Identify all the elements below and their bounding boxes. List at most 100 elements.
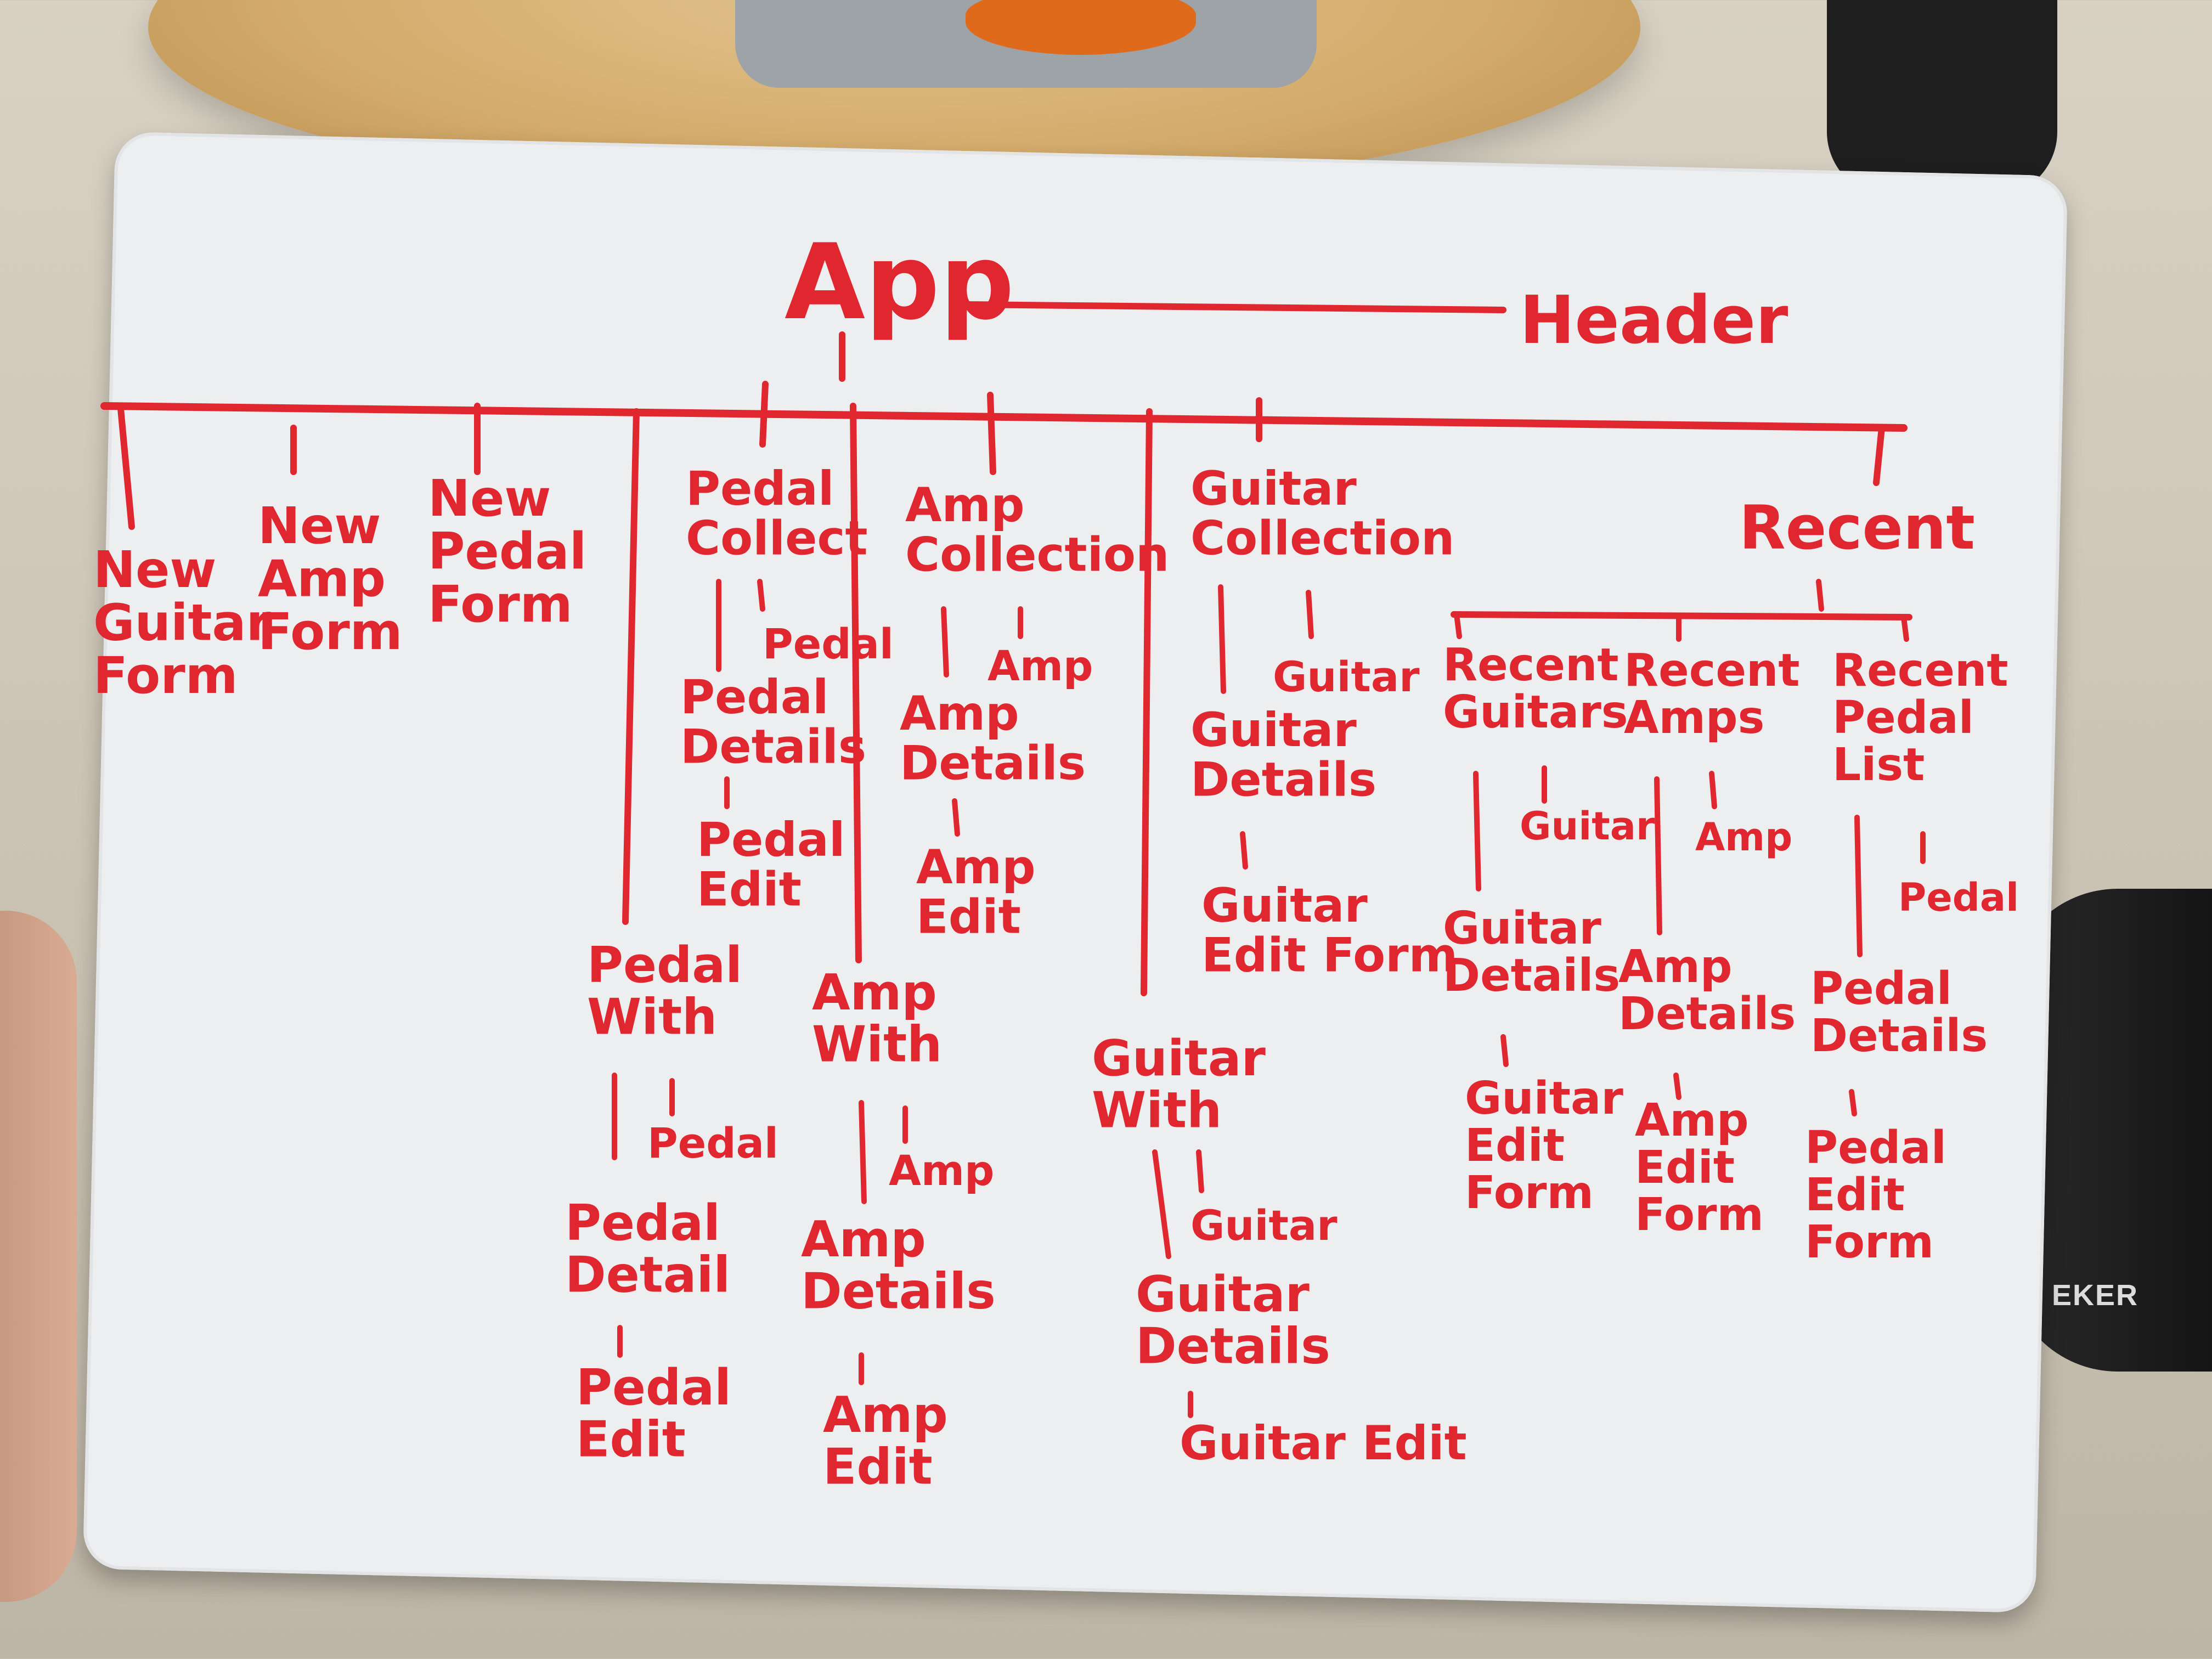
orange-figurine	[966, 0, 1196, 55]
pedal-collection-branch	[759, 381, 769, 448]
guitar-collection-item-label: Guitar	[1273, 652, 1420, 701]
recent-amps-stem	[1654, 776, 1662, 935]
amp-with-label-line-1: Amp	[812, 964, 937, 1022]
guitar-details-to-edit	[1240, 831, 1248, 870]
recent-pedals-edit-label-line-2: Edit	[1805, 1169, 1905, 1221]
pedal-with-label-line-1: Pedal	[587, 936, 742, 994]
amp-collection-branch	[987, 392, 996, 475]
amp-with-label-line-2: With	[812, 1016, 942, 1074]
pedal-collection-label-line-2: Collect	[686, 511, 868, 566]
amp-collection-item-label: Amp	[988, 641, 1093, 690]
plant-pot	[1827, 0, 2057, 198]
pedal-collection-item-label-line-1: Pedal	[763, 619, 894, 668]
guitar-collection-item-label-line-1: Guitar	[1273, 652, 1420, 701]
recent-pedals-stem	[1854, 815, 1863, 957]
new-guitar-form-label-line-3: Form	[93, 646, 238, 705]
recent-pedals-details-to-edit	[1849, 1089, 1857, 1116]
recent-pedals-edit-label-line-1: Pedal	[1805, 1122, 1946, 1174]
pedal-with-edit-label-line-1: Pedal	[576, 1359, 731, 1417]
new-amp-form-label-line-2: Amp	[258, 550, 386, 608]
guitar-with-details-label-line-2: Details	[1136, 1318, 1330, 1375]
amp-with-details-label-line-1: Amp	[801, 1211, 926, 1268]
recent-pedals-label-line-3: List	[1832, 739, 1925, 791]
recent-pedals-details-label-line-2: Details	[1810, 1010, 1988, 1062]
app-header-connector	[962, 301, 1506, 313]
new-guitar-form-label-line-2: Guitar	[93, 594, 272, 652]
guitar-with-item-label-line-1: Guitar	[1190, 1201, 1338, 1250]
pedal-collection-edit-label-line-2: Edit	[697, 862, 802, 917]
recent-pedals-tick	[1901, 614, 1909, 642]
pedal-item-tick	[757, 579, 765, 612]
amp-collection-edit-label-line-1: Amp	[916, 840, 1036, 895]
header-label: Header	[1520, 283, 1788, 359]
recent-branch	[1873, 425, 1885, 486]
guitar-with-edit-label-line-1: Guitar Edit	[1180, 1416, 1467, 1471]
guitar-with-label-line-1: Guitar	[1092, 1030, 1266, 1087]
recent-label: Recent	[1739, 493, 1975, 563]
recent-amps-details-label-line-1: Amp	[1618, 941, 1733, 993]
recent-pedals-edit-label-line-3: Form	[1805, 1216, 1934, 1268]
guitar-collection-edit-label-line-2: Edit Form	[1201, 928, 1458, 983]
pedal-with-item-label-line-1: Pedal	[647, 1119, 778, 1167]
recent-guitars-tick	[1454, 612, 1462, 639]
recent-label-line-1: Recent	[1739, 493, 1975, 563]
amp-with-details-label-line-2: Details	[801, 1263, 996, 1321]
pedal-with-edit-label-line-2: Edit	[576, 1411, 686, 1469]
recent-guitars-label-line-2: Guitars	[1443, 686, 1628, 738]
guitar-collection-label-line-1: Guitar	[1190, 461, 1357, 516]
recent-amps-edit-label-line-3: Form	[1635, 1189, 1764, 1241]
recent-guitars-item-label: Guitar	[1520, 804, 1655, 849]
recent-amps-label-line-2: Amps	[1624, 692, 1764, 744]
new-pedal-form-label-line-3: Form	[428, 575, 573, 634]
recent-amps-details-label-line-2: Details	[1618, 988, 1796, 1040]
recent-guitars-details-label-line-2: Details	[1443, 950, 1620, 1002]
new-pedal-form-label-line-2: Pedal	[428, 522, 586, 581]
guitar-with-edit-label: Guitar Edit	[1180, 1416, 1467, 1471]
amp-with-edit-label-line-1: Amp	[823, 1386, 948, 1444]
amp-with-item-label-line-1: Amp	[889, 1146, 994, 1195]
new-amp-form-label-line-3: Form	[258, 602, 403, 661]
amp-collection-details-label-line-2: Details	[900, 736, 1086, 791]
new-guitar-branch	[117, 405, 135, 530]
amp-with-item-label: Amp	[889, 1146, 994, 1195]
guitar-collection-label-line-2: Collection	[1190, 511, 1454, 566]
recent-amps-edit-label-line-1: Amp	[1635, 1094, 1749, 1147]
guitar-with-details-label-line-1: Guitar	[1136, 1266, 1310, 1323]
recent-guitars-details-label-line-1: Guitar	[1443, 902, 1601, 955]
pedal-collection-item-label: Pedal	[763, 619, 894, 668]
pedal-with-details-label-line-2: Detail	[565, 1246, 730, 1304]
new-guitar-form-label-line-1: New	[93, 540, 216, 599]
guitar-collection-details-label-line-2: Details	[1190, 752, 1376, 807]
recent-pedals-label-line-1: Recent	[1832, 645, 2008, 697]
recent-horizontal-bar	[1451, 611, 1912, 620]
guitar-collection-details-label-line-1: Guitar	[1190, 703, 1357, 758]
guitar-with-label-line-2: With	[1092, 1082, 1222, 1139]
recent-amps-edit-label-line-2: Edit	[1635, 1142, 1735, 1194]
amp-collection-label-line-1: Amp	[905, 478, 1025, 533]
mouse-brand-label: EKER	[2052, 1279, 2139, 1312]
root-app-label: App	[785, 222, 1014, 343]
recent-guitars-edit-label-line-2: Edit	[1465, 1120, 1565, 1172]
recent-amps-details-to-edit	[1673, 1073, 1681, 1100]
guitar-with-stem	[1152, 1149, 1171, 1259]
root-app-label-line-1: App	[785, 222, 1014, 343]
amp-collection-item-label-line-1: Amp	[988, 641, 1093, 690]
recent-pedals-item-label-line-1: Pedal	[1898, 875, 2019, 920]
